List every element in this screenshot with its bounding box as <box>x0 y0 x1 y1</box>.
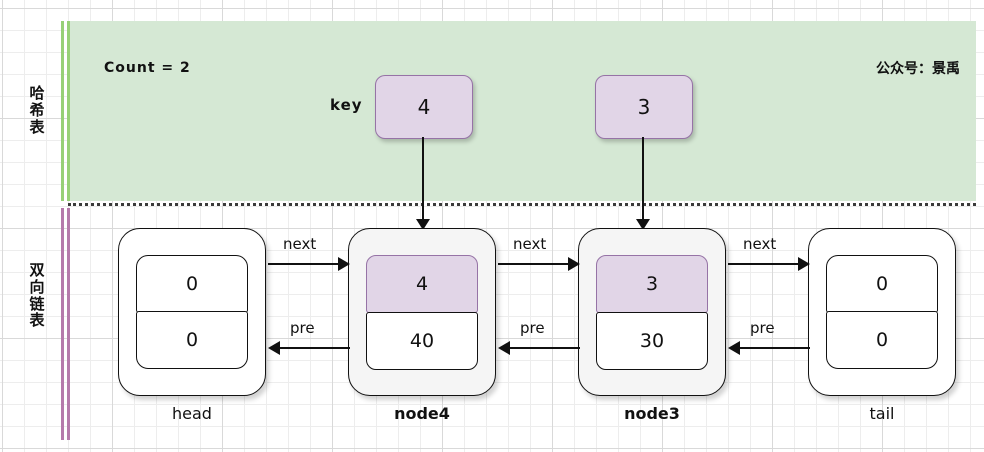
next-arrow-label-2: next <box>513 235 547 253</box>
list-node-head-top-cell: 0 <box>136 254 248 313</box>
pre-arrow-node3-to-node4-icon <box>498 341 580 355</box>
list-node-head: 0 0 <box>118 228 266 396</box>
list-node-node3-caption: node3 <box>624 404 680 423</box>
list-node-tail-bottom-cell: 0 <box>826 311 938 370</box>
list-node-node4-value-cell: 40 <box>366 311 478 370</box>
arrow-tip <box>268 341 280 355</box>
list-node-node3-value-cell: 30 <box>596 311 708 370</box>
next-arrow-label-3: next <box>743 235 777 253</box>
pre-arrow-label-2: pre <box>520 319 545 337</box>
list-node-tail: 0 0 <box>808 228 956 396</box>
arrow-tip <box>798 257 810 271</box>
hash-table-band <box>68 21 976 201</box>
hash-table-rail-outer <box>61 21 64 201</box>
section-label-list-char-4: 表 <box>29 311 45 330</box>
arrow-shaft <box>268 263 341 266</box>
hash-key-box-1-value: 4 <box>417 95 431 119</box>
list-node-node4-key-cell: 4 <box>366 254 478 313</box>
next-arrow-label-1: next <box>283 235 317 253</box>
section-divider <box>68 203 976 206</box>
hash-to-node4-arrowhead-icon <box>416 219 430 230</box>
list-node-node4: 4 40 <box>348 228 496 396</box>
next-arrow-node3-to-tail-icon <box>728 257 810 271</box>
hash-key-box-2: 3 <box>595 75 693 139</box>
list-node-head-caption: head <box>172 404 212 423</box>
list-node-tail-top-cell: 0 <box>826 254 938 313</box>
list-node-head-bottom-cell: 0 <box>136 311 248 370</box>
arrow-shaft <box>728 263 801 266</box>
arrow-shaft <box>507 347 580 350</box>
section-label-hash-char-1: 哈 <box>29 84 45 102</box>
section-label-list-char-1: 双 <box>29 261 45 279</box>
key-label: key <box>330 96 363 114</box>
pre-arrow-node4-to-head-icon <box>268 341 350 355</box>
section-label-hash-char-3: 表 <box>29 117 45 136</box>
next-arrow-head-to-node4-icon <box>268 257 350 271</box>
arrow-tip <box>568 257 580 271</box>
list-node-node4-caption: node4 <box>394 404 450 423</box>
hash-to-node4-connector <box>422 137 424 223</box>
section-label-hash-char-2: 希 <box>29 100 45 119</box>
section-label-linked-list: 双 向 链 表 <box>26 262 48 329</box>
arrow-shaft <box>498 263 571 266</box>
count-text: Count = 2 <box>104 60 191 76</box>
list-node-tail-caption: tail <box>869 404 895 423</box>
linked-list-rail-inner <box>67 208 70 440</box>
hash-key-box-1: 4 <box>375 75 473 139</box>
hash-to-node3-arrowhead-icon <box>636 219 650 230</box>
arrow-shaft <box>737 347 810 350</box>
arrow-tip <box>728 341 740 355</box>
arrow-tip <box>338 257 350 271</box>
linked-list-rail-outer <box>61 208 64 440</box>
pre-arrow-label-3: pre <box>750 319 775 337</box>
arrow-shaft <box>277 347 350 350</box>
pre-arrow-label-1: pre <box>290 319 315 337</box>
list-node-node3: 3 30 <box>578 228 726 396</box>
arrow-tip <box>498 341 510 355</box>
pre-arrow-tail-to-node3-icon <box>728 341 810 355</box>
list-node-node3-key-cell: 3 <box>596 254 708 313</box>
section-label-list-char-3: 链 <box>29 294 45 313</box>
section-label-hash-table: 哈 希 表 <box>26 85 48 135</box>
section-label-list-char-2: 向 <box>29 277 45 296</box>
next-arrow-node4-to-node3-icon <box>498 257 580 271</box>
hash-to-node3-connector <box>642 137 644 223</box>
hash-key-box-2-value: 3 <box>637 95 651 119</box>
watermark-text: 公众号：景禹 <box>876 61 960 77</box>
hash-table-rail-inner <box>67 21 70 201</box>
